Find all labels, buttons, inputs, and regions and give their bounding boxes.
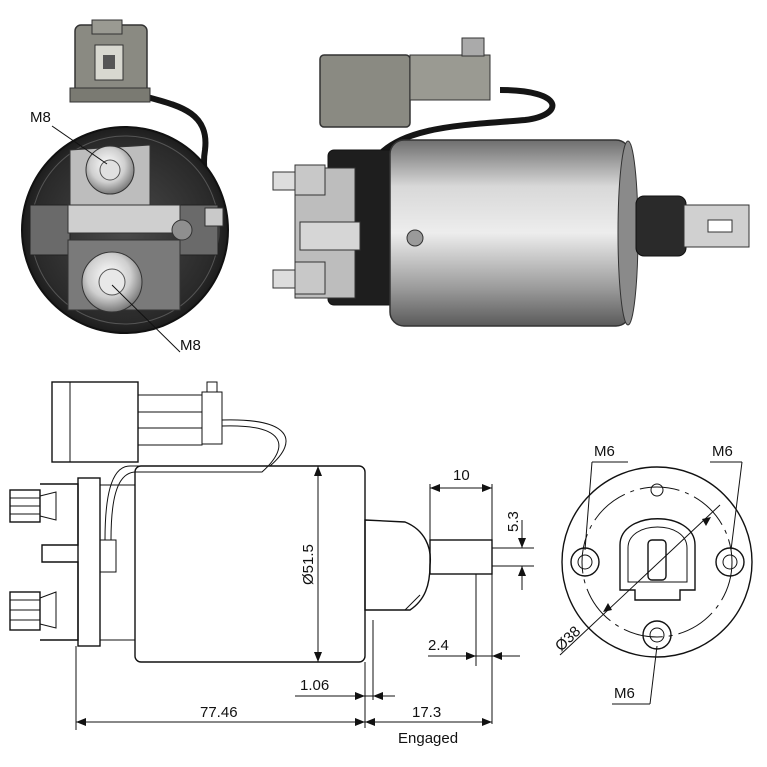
m6-bottom-label: M6 <box>614 685 635 702</box>
diameter-51-5-label: Ø51.5 <box>300 544 317 585</box>
m8-top-label: M8 <box>30 109 51 126</box>
diameter-38-line <box>559 504 721 656</box>
bottom-terminal-stud <box>81 251 143 313</box>
m6-left-label: M6 <box>594 443 615 460</box>
offset-5-3-label: 5.3 <box>505 511 522 532</box>
bottom-mount-hole <box>642 620 672 650</box>
width-10-label: 10 <box>453 467 470 484</box>
m8-top-leader <box>51 125 108 165</box>
m8-bottom-label: M8 <box>180 337 201 354</box>
side-connector-icon <box>319 37 491 128</box>
top-stud-drawing <box>9 489 57 523</box>
diameter-38-label: Ø38 <box>552 623 584 655</box>
m6-right-label: M6 <box>712 443 733 460</box>
length-77-46-label: 77.46 <box>200 704 238 721</box>
end-view-photo: M8 M8 <box>21 19 229 354</box>
m8-bottom-leader <box>111 284 181 353</box>
side-elevation-drawing: Ø51.5 10 5.3 2.4 1.06 <box>9 381 534 747</box>
right-mount-hole <box>715 547 745 577</box>
engaged-label: Engaged <box>398 730 458 747</box>
bottom-stud-drawing <box>9 591 57 631</box>
stroke-17-3-label: 17.3 <box>412 704 441 721</box>
top-terminal-stud <box>85 145 135 195</box>
front-view-drawing: M6 M6 M6 Ø38 <box>552 443 753 705</box>
left-mount-hole <box>570 547 600 577</box>
connector-plug-icon <box>69 19 151 103</box>
side-view-photo <box>272 37 750 327</box>
gap-1-06-label: 1.06 <box>300 677 329 694</box>
gap-2-4-label: 2.4 <box>428 637 449 654</box>
